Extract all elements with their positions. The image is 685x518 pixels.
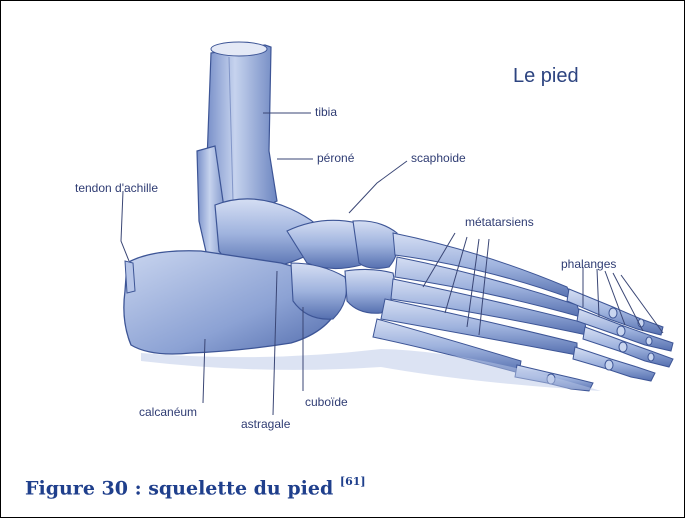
diagram-title: Le pied xyxy=(513,65,579,88)
figure-caption: Figure 30 : squelette du pied [61] xyxy=(25,477,366,499)
label-scaphoide: scaphoide xyxy=(411,151,466,165)
label-calcaneum: calcanéum xyxy=(139,405,197,419)
label-tendon-achille: tendon d'achille xyxy=(75,181,158,195)
label-tibia: tibia xyxy=(315,105,337,119)
label-perone: péroné xyxy=(317,151,354,165)
caption-text: Figure 30 : squelette du pied xyxy=(25,477,340,499)
label-cuboide: cuboïde xyxy=(305,395,348,409)
tarsal-bones xyxy=(287,220,398,319)
label-astragale: astragale xyxy=(241,417,290,431)
label-metatarsiens: métatarsiens xyxy=(465,215,534,229)
caption-reference: [61] xyxy=(340,475,366,488)
label-phalanges: phalanges xyxy=(561,257,616,271)
